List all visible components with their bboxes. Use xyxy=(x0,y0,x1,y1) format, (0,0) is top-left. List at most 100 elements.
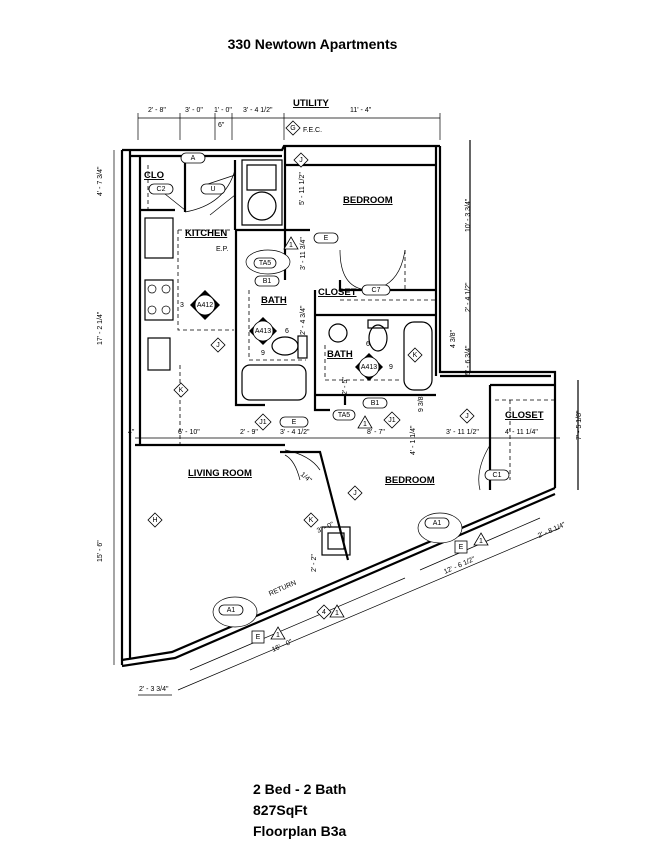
tag-label: C2 xyxy=(157,186,166,193)
dim-interior: 4' - 1 1/4" xyxy=(410,425,417,455)
tag-label: U xyxy=(210,186,215,193)
tag-label: A413 xyxy=(361,364,377,371)
room-label-clo: CLO xyxy=(144,170,164,181)
tag-label: TA5 xyxy=(259,260,271,267)
dim-middle: 2' - 9" xyxy=(240,429,258,436)
dim-interior: 1/4" xyxy=(299,471,313,485)
dim-interior: 5' - 11 1/2" xyxy=(299,172,306,205)
section-markers: A412 3 A413 6 9 A413 6 9 xyxy=(180,290,393,381)
keynote-tags: E E 1 1 1 1 1 xyxy=(251,236,489,644)
tag-label: A xyxy=(191,155,196,162)
dim-diagonal: 16' - 0" xyxy=(271,638,294,653)
room-label-kitchen: KITCHEN xyxy=(185,228,227,239)
unit-info: 2 Bed - 2 Bath 827SqFt Floorplan B3a xyxy=(253,779,346,842)
dim-right: 2' - 4 1/2" xyxy=(465,282,472,312)
note-return: RETURN xyxy=(268,580,297,598)
dim-top: 11' - 4" xyxy=(350,107,372,114)
revision-clouds xyxy=(212,249,463,628)
tag-label: E xyxy=(459,544,464,551)
tag-label: J xyxy=(353,490,357,497)
diamond-tags: G J J K K J1 J1 J H K J 4 xyxy=(147,120,475,620)
tag-label: J1 xyxy=(388,417,396,424)
dim-interior: 2' - 5" xyxy=(342,377,349,395)
dim-top: 1' - 0" xyxy=(214,107,232,114)
dim-right: 5' - 6 3/4" xyxy=(465,345,472,375)
room-label-living-room: LIVING ROOM xyxy=(188,468,252,479)
page-title: 330 Newtown Apartments xyxy=(227,36,398,52)
doors xyxy=(159,169,491,491)
tag-label: H xyxy=(152,517,157,524)
room-label-bedroom: BEDROOM xyxy=(343,195,393,206)
tag-label: B1 xyxy=(371,400,380,407)
tag-label: J xyxy=(216,342,220,349)
dimension-lines xyxy=(113,113,579,696)
dim-interior: 2' - 2" xyxy=(311,554,318,572)
dim-right: 10' - 3 3/4" xyxy=(465,198,472,232)
tag-label: K xyxy=(179,387,184,394)
dim-left: 4' - 7 3/4" xyxy=(97,166,104,196)
tag-label: 6 xyxy=(285,328,289,335)
room-label-bedroom-2: BEDROOM xyxy=(385,475,435,486)
beds-baths: 2 Bed - 2 Bath xyxy=(253,781,347,797)
dim-middle: 4' - 11 1/4" xyxy=(505,429,538,436)
room-label-bath: BATH xyxy=(261,295,287,306)
tag-label: 1 xyxy=(479,538,483,545)
oval-tags: A C2 U E TA5 B1 C7 E TA5 B1 C1 A1 A1 xyxy=(148,152,510,616)
tag-label: A413 xyxy=(255,328,271,335)
note-ep: E.P. xyxy=(216,246,228,253)
dim-diagonal: 2' - 3 3/4" xyxy=(139,686,169,693)
tag-label: G xyxy=(290,125,295,132)
tag-label: 9 xyxy=(261,350,265,357)
dashed-outlines xyxy=(147,165,555,480)
tag-label: TA5 xyxy=(338,412,350,419)
dim-middle: 4" xyxy=(128,429,135,436)
tag-label: E xyxy=(324,235,329,242)
dim-middle: 6' - 10" xyxy=(178,429,200,436)
dim-interior: 3' - 11 3/4" xyxy=(300,237,307,270)
dim-left: 15' - 6" xyxy=(97,540,104,562)
tag-label: K xyxy=(309,517,314,524)
dim-top: 2' - 8" xyxy=(148,107,166,114)
tag-label: C7 xyxy=(372,287,381,294)
room-label-utility: UTILITY xyxy=(293,98,330,109)
dim-middle: 8' - 7" xyxy=(367,429,385,436)
dim-top: 3' - 0" xyxy=(185,107,203,114)
dim-top: 6" xyxy=(218,122,225,129)
tag-label: 1 xyxy=(289,242,293,249)
tag-label: J xyxy=(465,413,469,420)
tag-label: E xyxy=(292,419,297,426)
tag-label: C1 xyxy=(493,472,502,479)
dim-middle: 3' - 4 1/2" xyxy=(280,429,310,436)
tag-label: K xyxy=(413,352,418,359)
tag-label: E xyxy=(256,634,261,641)
dim-right: 7' - 5 1/8" xyxy=(576,410,583,440)
tag-label: J1 xyxy=(259,419,267,426)
room-label-closet: CLOSET xyxy=(318,287,357,298)
tag-label: 9 xyxy=(389,364,393,371)
tag-label: A412 xyxy=(197,302,213,309)
tag-label: J xyxy=(299,157,303,164)
tag-label: B1 xyxy=(263,278,272,285)
dim-right: 4 3/8" xyxy=(450,329,457,348)
tag-label: 1 xyxy=(335,610,339,617)
square-footage: 827SqFt xyxy=(253,802,308,818)
dim-middle: 3' - 11 1/2" xyxy=(446,429,479,436)
dim-interior: 9 3/8" xyxy=(418,393,425,412)
floorplan-name: Floorplan B3a xyxy=(253,823,347,839)
note-fec: F.E.C. xyxy=(303,127,322,134)
dim-interior: 2' - 4 3/4" xyxy=(300,305,307,335)
tag-label: A1 xyxy=(227,607,236,614)
dim-diagonal: 2' - 8 1/4" xyxy=(537,521,567,540)
tag-label: 1 xyxy=(363,421,367,428)
room-label-bath-2: BATH xyxy=(327,349,353,360)
room-label-closet-2: CLOSET xyxy=(505,410,544,421)
tag-label: 4 xyxy=(322,609,326,616)
dim-top: 3' - 4 1/2" xyxy=(243,107,273,114)
tag-label: 6 xyxy=(366,341,370,348)
dim-left: 17' - 2 1/4" xyxy=(97,311,104,345)
tag-label: A1 xyxy=(433,520,442,527)
fixtures xyxy=(144,217,433,556)
tag-label: 3 xyxy=(180,302,184,309)
tag-label: 1 xyxy=(276,632,280,639)
